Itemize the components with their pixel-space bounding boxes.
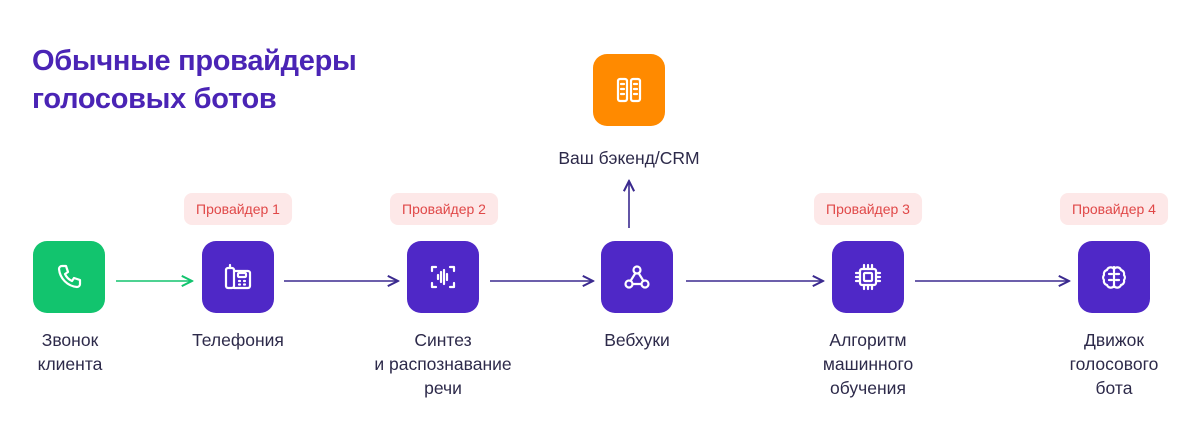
webhooks-label: Вебхуки	[604, 330, 670, 350]
provider-badge-1: Провайдер 1	[184, 193, 292, 225]
webhook-icon	[624, 265, 650, 289]
provider-badge-4: Провайдер 4	[1060, 193, 1168, 225]
telephony-node	[202, 241, 274, 313]
chip-icon	[854, 263, 882, 291]
client-call-label: Звонок клиента	[37, 330, 103, 374]
engine-node	[1078, 241, 1150, 313]
ml-node	[832, 241, 904, 313]
server-icon	[616, 77, 642, 103]
phone-device-icon	[224, 263, 252, 290]
backend-node	[593, 54, 665, 126]
engine-label: Движок голосового бота	[1069, 330, 1159, 398]
voice-wave-icon	[430, 265, 456, 289]
title-line-1: Обычные провайдеры	[32, 45, 357, 77]
telephony-label: Телефония	[192, 330, 284, 350]
title-line-2: голосовых ботов	[32, 83, 277, 115]
provider-badge-3: Провайдер 3	[814, 193, 922, 225]
speech-label: Синтез и распознавание речи	[374, 330, 512, 398]
brain-icon	[1102, 265, 1126, 289]
phone-icon	[57, 264, 82, 289]
speech-node	[407, 241, 479, 313]
ml-label: Алгоритм машинного обучения	[822, 330, 914, 398]
webhooks-node	[601, 241, 673, 313]
page-title: Обычные провайдеры голосовых ботов	[32, 42, 357, 118]
provider-badge-2: Провайдер 2	[390, 193, 498, 225]
client-call-node	[33, 241, 105, 313]
backend-label: Ваш бэкенд/CRM	[558, 148, 700, 168]
